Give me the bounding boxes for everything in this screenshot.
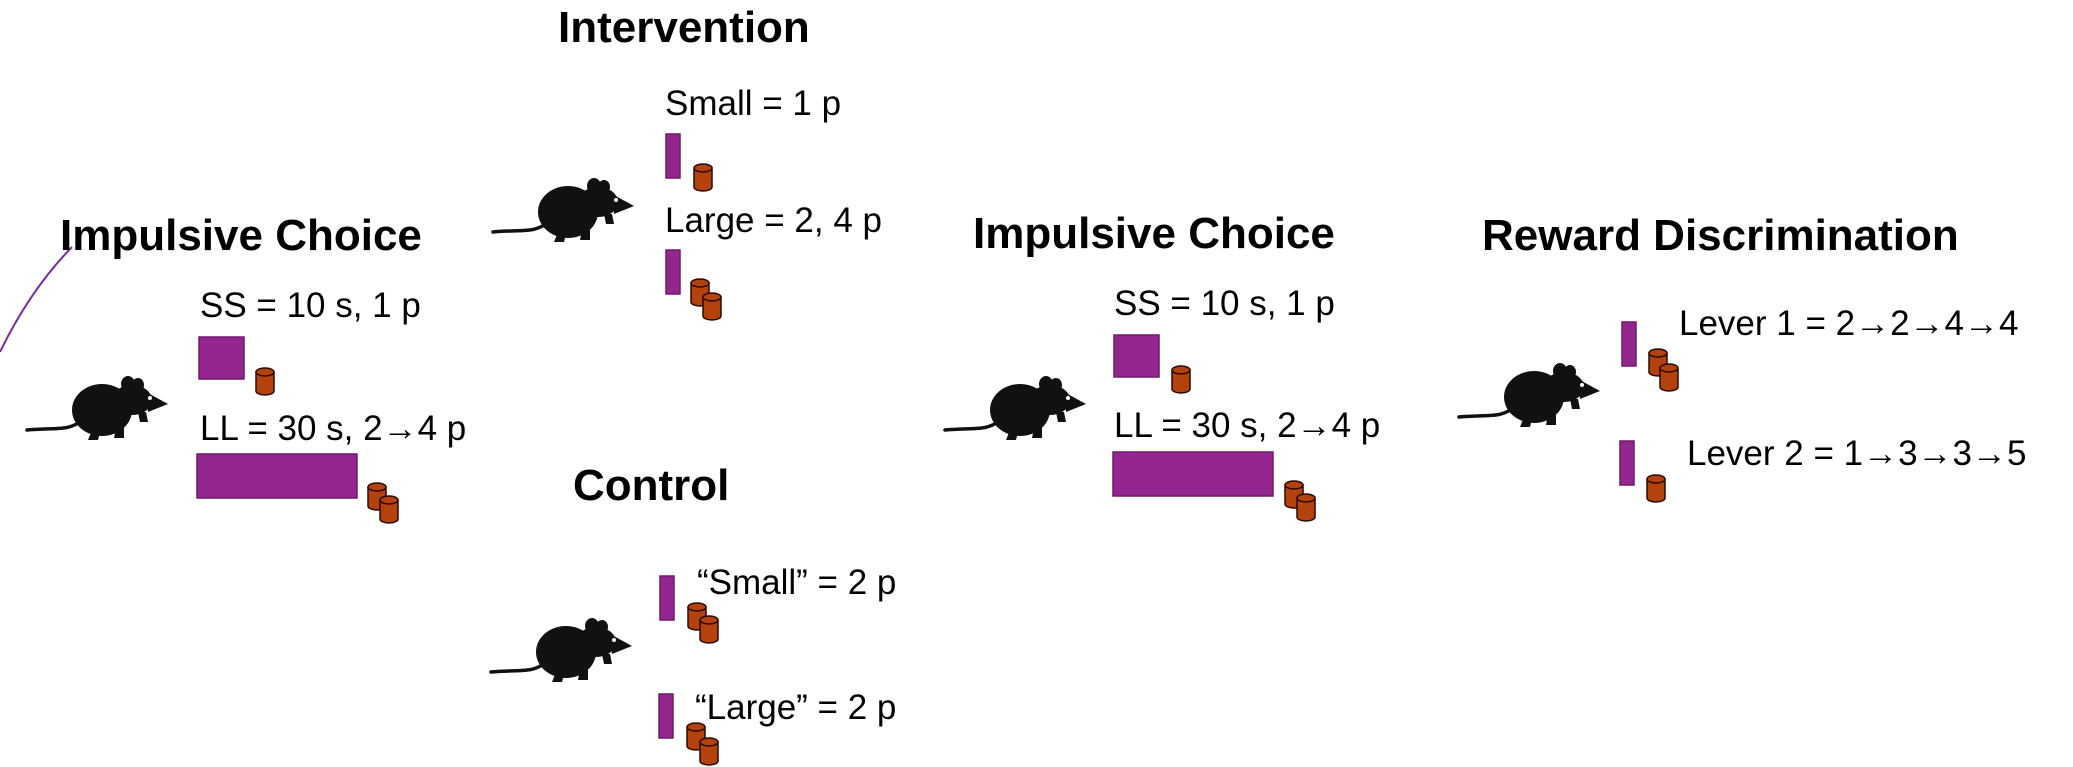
intervention-rat-icon [491, 176, 636, 244]
stage1-heading: Impulsive Choice [60, 211, 422, 260]
control-small-food-pellet-icon [699, 615, 719, 644]
intervention-large-lever-lever-icon [665, 249, 681, 295]
stage4-lever1-lever-icon [1621, 321, 1637, 367]
stage3-ll-food-pellet-icon [1296, 493, 1316, 522]
control-small-lever-lever-icon [659, 575, 675, 621]
stage1-ll-food-pellet-icon [379, 495, 399, 524]
stage1-ll-label: LL = 30 s, 2→4 p [200, 409, 466, 448]
stage3-ll-label: LL = 30 s, 2→4 p [1114, 406, 1380, 445]
control-rat-icon [489, 616, 634, 684]
connector-arc [0, 246, 73, 353]
intervention-small-lever-lever-icon [665, 133, 681, 179]
control-large-label: “Large” = 2 p [695, 688, 896, 727]
control-large-lever-lever-icon [658, 693, 674, 739]
intervention-large-food-pellet-icon [702, 292, 722, 321]
stage4-lever1-food-pellet-icon [1659, 363, 1679, 392]
stage3-ss-food-pellet-icon [1171, 365, 1191, 394]
intervention-small-label: Small = 1 p [665, 84, 841, 123]
stage3-ll-lever-lever-icon [1112, 451, 1274, 497]
intervention-heading: Intervention [558, 3, 810, 52]
stage4-lever2-lever-icon [1619, 440, 1635, 486]
stage1-ss-lever-lever-icon [198, 336, 245, 380]
intervention-large-label: Large = 2, 4 p [665, 201, 882, 240]
stage4-lever1-label: Lever 1 = 2→2→4→4 [1679, 304, 2019, 343]
control-heading: Control [573, 461, 729, 510]
stage3-ss-lever-lever-icon [1113, 334, 1160, 378]
intervention-small-food-pellet-icon [693, 163, 713, 192]
stage1-ll-lever-lever-icon [196, 453, 358, 499]
stage1-ss-food-pellet-icon [255, 367, 275, 396]
stage3-rat-icon [943, 374, 1088, 442]
stage3-ss-label: SS = 10 s, 1 p [1114, 284, 1335, 323]
stage1-rat-icon [25, 374, 170, 442]
control-small-label: “Small” = 2 p [697, 563, 896, 602]
stage4-lever2-label: Lever 2 = 1→3→3→5 [1687, 434, 2027, 473]
stage4-lever2-food-pellet-icon [1646, 474, 1666, 503]
control-large-food-pellet-icon [699, 737, 719, 766]
stage3-heading: Impulsive Choice [973, 209, 1335, 258]
stage1-ss-label: SS = 10 s, 1 p [200, 286, 421, 325]
stage4-rat-icon [1457, 361, 1602, 429]
stage4-heading: Reward Discrimination [1482, 211, 1959, 260]
